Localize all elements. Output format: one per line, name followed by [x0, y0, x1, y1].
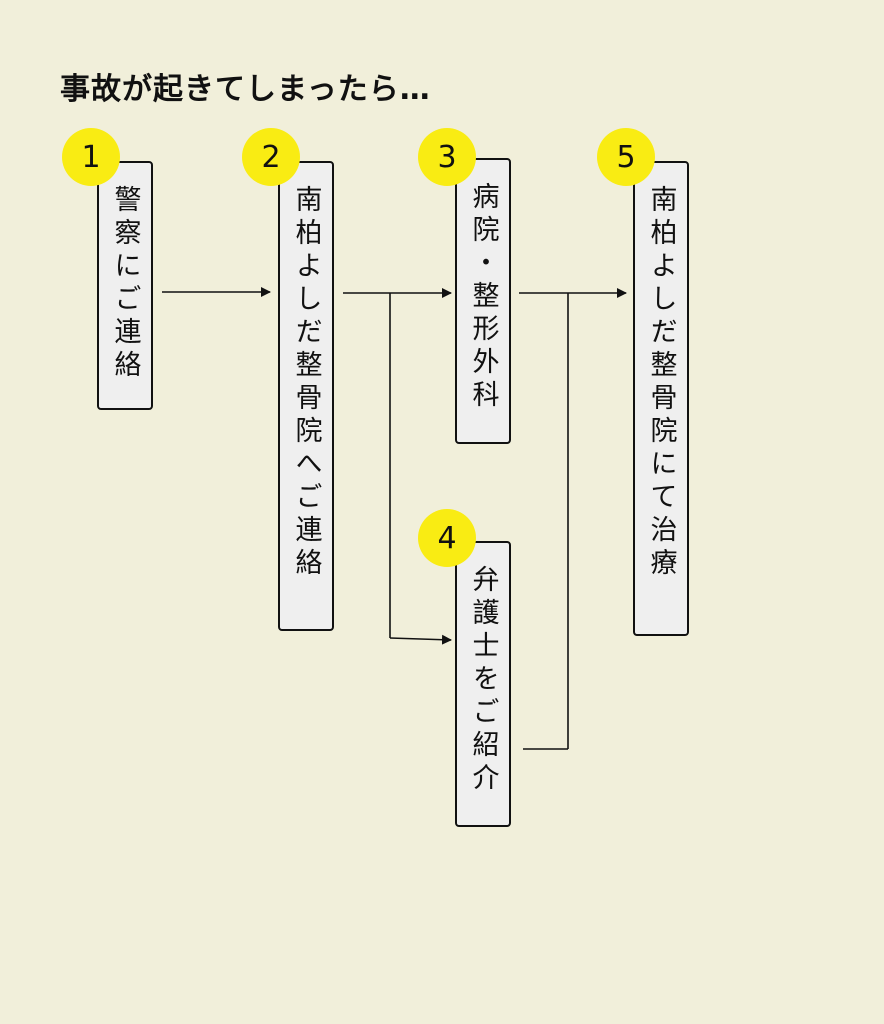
step-5-badge: 5	[597, 128, 655, 186]
page-title: 事故が起きてしまったら…	[60, 72, 431, 107]
step-1-badge: 1	[62, 128, 120, 186]
step-3-box: 病院・整形外科	[455, 158, 511, 444]
step-1-label: 警察にご連絡	[109, 185, 141, 383]
arrow-branch-to-step4	[389, 634, 452, 645]
step-4-box: 弁護士をご紹介	[455, 541, 511, 827]
step-2-label: 南柏よしだ整骨院へご連絡	[290, 185, 322, 581]
step-5-label: 南柏よしだ整骨院にて治療	[645, 185, 677, 581]
step-3-badge: 3	[418, 128, 476, 186]
step-2-badge: 2	[242, 128, 300, 186]
step-2-box: 南柏よしだ整骨院へご連絡	[278, 161, 334, 631]
step-5-box: 南柏よしだ整骨院にて治療	[633, 161, 689, 636]
step-1-box: 警察にご連絡	[97, 161, 153, 410]
step-3-label: 病院・整形外科	[467, 182, 499, 413]
step-4-label: 弁護士をご紹介	[467, 565, 499, 796]
step-4-badge: 4	[418, 509, 476, 567]
